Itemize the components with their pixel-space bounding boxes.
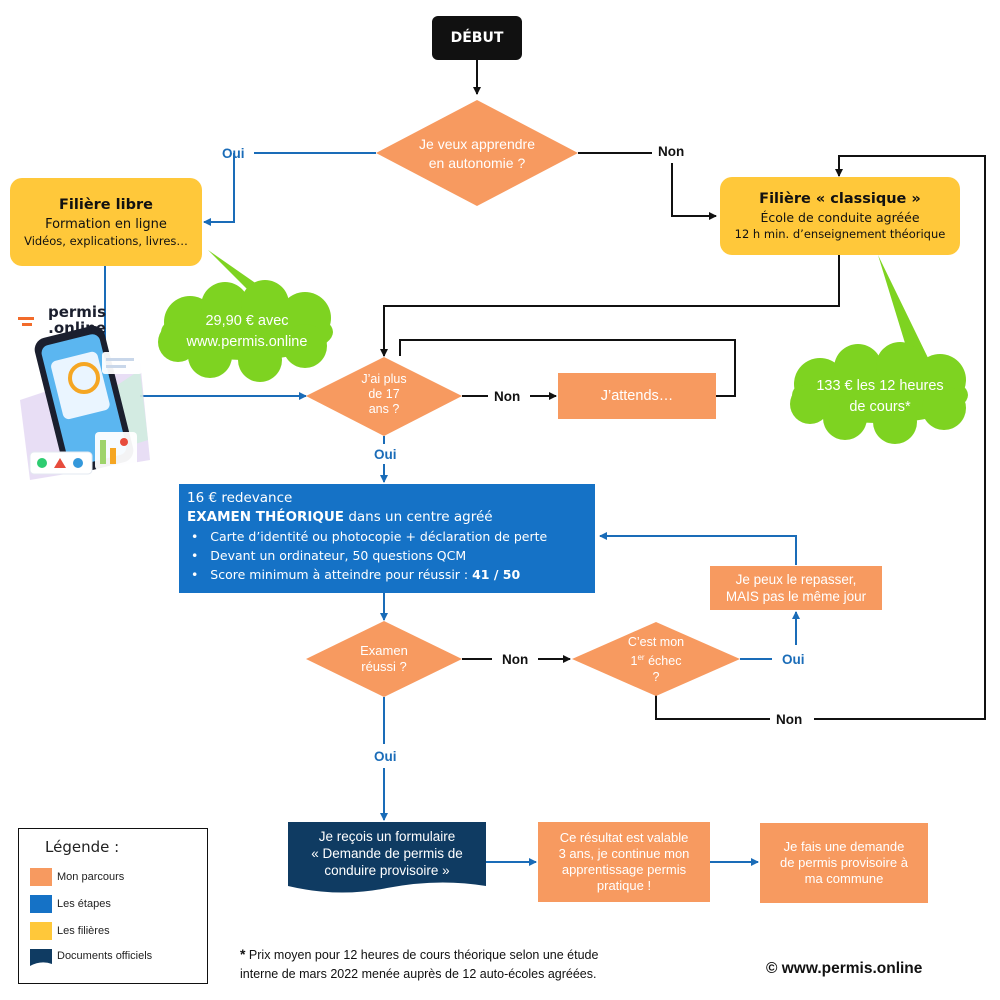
exam-bullet: • Carte d’identité ou photocopie + décla… <box>191 529 548 544</box>
footnote: * Prix moyen pour 12 heures de cours thé… <box>240 946 599 981</box>
price-libre: 29,90 € avec www.permis.online <box>186 313 308 350</box>
price-classique: 133 € les 12 heures de cours* <box>816 378 944 415</box>
label-autonomy-oui: Oui <box>222 146 245 161</box>
cloud-classique <box>790 342 968 444</box>
cloud-libre <box>158 280 333 382</box>
exam-title: EXAMEN THÉORIQUE dans un centre agréé <box>187 509 493 525</box>
decision-age-text: J’ai plus de 17 ans ? <box>361 372 407 416</box>
legend-swatch-etapes <box>30 895 52 913</box>
valid-box: Ce résultat est valable 3 ans, je contin… <box>538 822 710 902</box>
decision-exam-passed <box>306 621 462 697</box>
start-node: DÉBUT <box>432 16 522 60</box>
phone-illustration <box>20 325 150 480</box>
legend-title: Légende : <box>45 838 120 856</box>
cloud-tail-classique <box>878 255 930 366</box>
legend-item: Les étapes <box>57 898 111 910</box>
legend-item: Documents officiels <box>57 950 153 962</box>
copyright: © www.permis.online <box>766 960 923 977</box>
filiere-classique-title: Filière « classique » <box>759 191 921 207</box>
exam-fee: 16 € redevance <box>187 490 293 506</box>
permis-online-logo: permis .online <box>16 305 106 336</box>
decision-first-failure-text: C’est mon 1er échec ? <box>627 635 685 685</box>
request-box: Je fais une demande de permis provisoire… <box>760 823 928 903</box>
decision-autonomy <box>376 100 578 206</box>
start-label: DÉBUT <box>450 30 504 46</box>
decision-age <box>306 357 462 436</box>
label-autonomy-non: Non <box>658 144 685 159</box>
legend-swatch-parcours <box>30 868 52 886</box>
label-age-non: Non <box>494 389 521 404</box>
legend-item: Les filières <box>57 925 110 937</box>
decision-autonomy-text: Je veux apprendre en autonomie ? <box>419 136 535 171</box>
wait-box: J’attends… <box>558 373 716 419</box>
retry-box: Je peux le repasser, MAIS pas le même jo… <box>710 566 882 610</box>
exam-box: 16 € redevance EXAMEN THÉORIQUE dans un … <box>179 484 595 593</box>
form-document: Je reçois un formulaire « Demande de per… <box>288 822 486 896</box>
label-exam-oui: Oui <box>374 749 397 764</box>
label-exam-non: Non <box>502 652 529 667</box>
filiere-classique-box: Filière « classique » École de conduite … <box>720 177 960 255</box>
logo-mark-icon <box>18 317 34 320</box>
label-failure-non: Non <box>776 712 803 727</box>
legend-item: Mon parcours <box>57 871 125 883</box>
legend-swatch-filieres <box>30 922 52 940</box>
label-age-oui: Oui <box>374 447 397 462</box>
decision-exam-passed-text: Examen réussi ? <box>360 643 408 674</box>
label-failure-oui: Oui <box>782 652 805 667</box>
filiere-libre-title: Filière libre <box>59 196 153 213</box>
legend: Légende : Mon parcours Les étapes Les fi… <box>18 828 208 984</box>
legend-swatch-documents <box>30 949 52 966</box>
filiere-libre-box: Filière libre Formation en ligne Vidéos,… <box>10 178 202 266</box>
decision-first-failure <box>572 622 740 696</box>
exam-bullet: • Score minimum à atteindre pour réussir… <box>191 567 521 582</box>
exam-bullet: • Devant un ordinateur, 50 questions QCM <box>191 548 467 563</box>
